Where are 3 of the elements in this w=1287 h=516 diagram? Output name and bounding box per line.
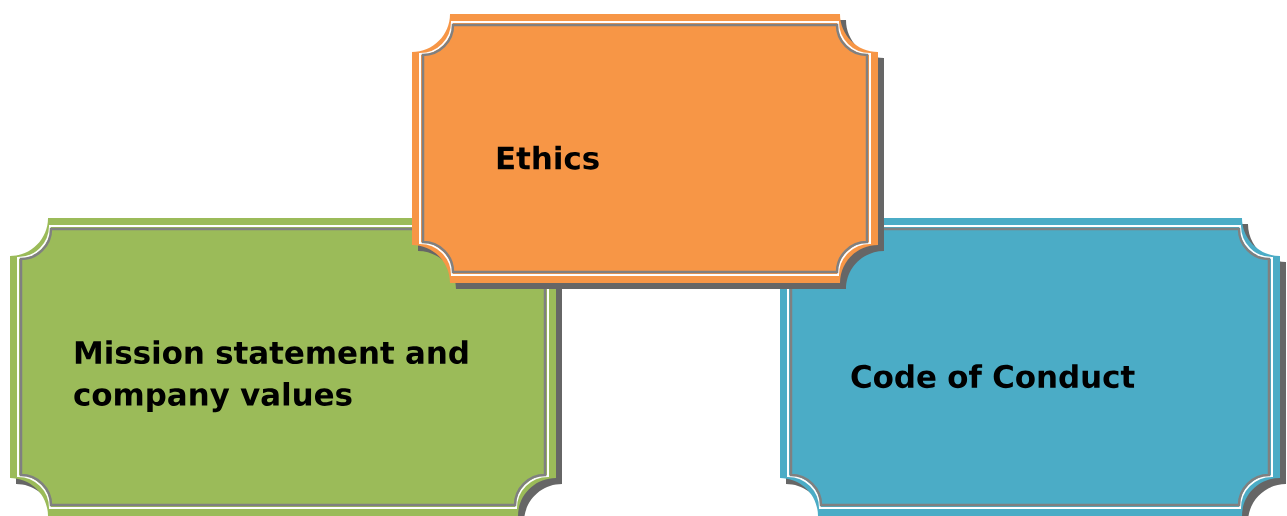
plaque-box: Ethics bbox=[412, 14, 884, 289]
plaque-box: Mission statement and company values bbox=[10, 218, 562, 516]
plaque-box: Code of Conduct bbox=[780, 218, 1286, 516]
